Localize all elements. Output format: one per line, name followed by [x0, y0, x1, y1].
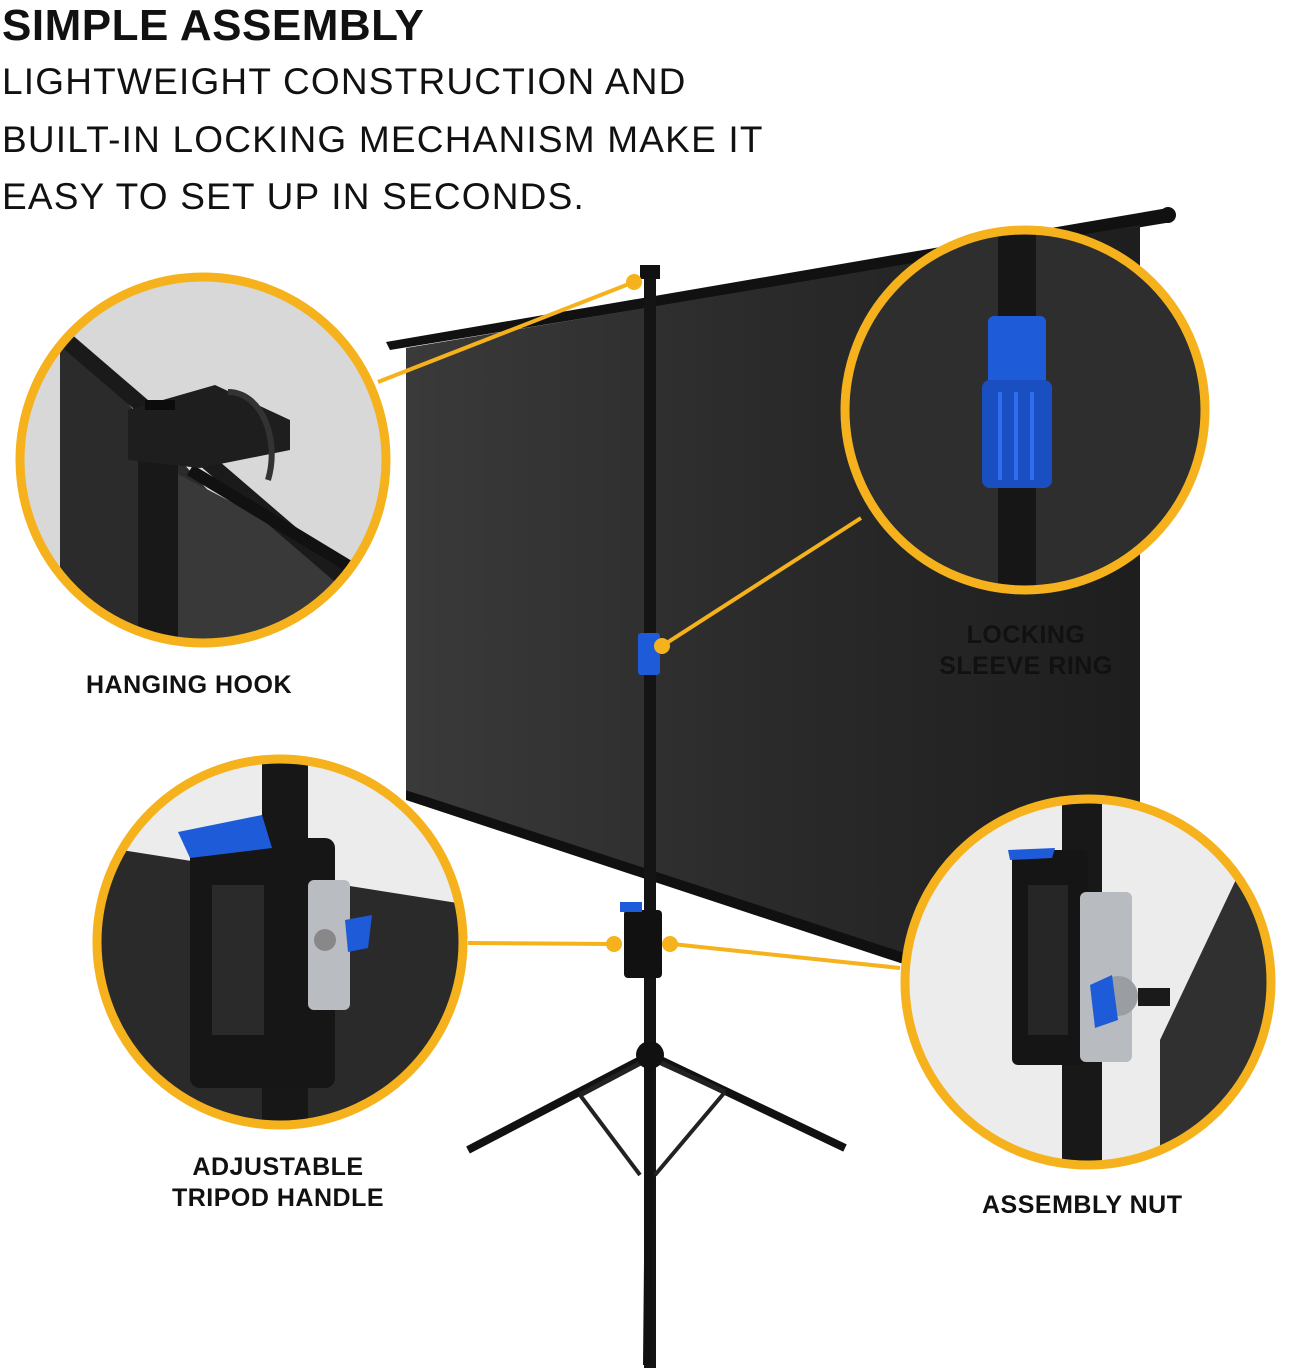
locking-ring-marker [638, 633, 660, 675]
description-line-3: EASY TO SET UP IN SECONDS. [2, 176, 585, 217]
detail-hanging-hook [15, 272, 391, 648]
label-locking-line-2: SLEEVE RING [939, 652, 1113, 680]
detail-assembly-nut [900, 794, 1276, 1170]
label-tripod-line-1: ADJUSTABLE [192, 1153, 364, 1181]
callout-leaders [377, 280, 901, 970]
callout-dots [606, 274, 678, 952]
headline: SIMPLE ASSEMBLY [2, 1, 425, 50]
detail-locking-sleeve-ring [840, 225, 1210, 595]
description-line-1: LIGHTWEIGHT CONSTRUCTION AND [2, 61, 687, 102]
label-adjustable-tripod-handle: ADJUSTABLE TRIPOD HANDLE [160, 1152, 396, 1214]
label-locking-sleeve-ring: LOCKING SLEEVE RING [936, 620, 1116, 682]
tripod-stand [466, 265, 847, 1368]
label-assembly-nut: ASSEMBLY NUT [982, 1191, 1183, 1219]
label-tripod-line-2: TRIPOD HANDLE [171, 1184, 385, 1212]
label-hanging-hook: HANGING HOOK [86, 671, 292, 699]
label-locking-line-1: LOCKING [966, 621, 1086, 649]
detail-tripod-handle [92, 754, 468, 1130]
description-line-2: BUILT-IN LOCKING MECHANISM MAKE IT [2, 119, 764, 160]
